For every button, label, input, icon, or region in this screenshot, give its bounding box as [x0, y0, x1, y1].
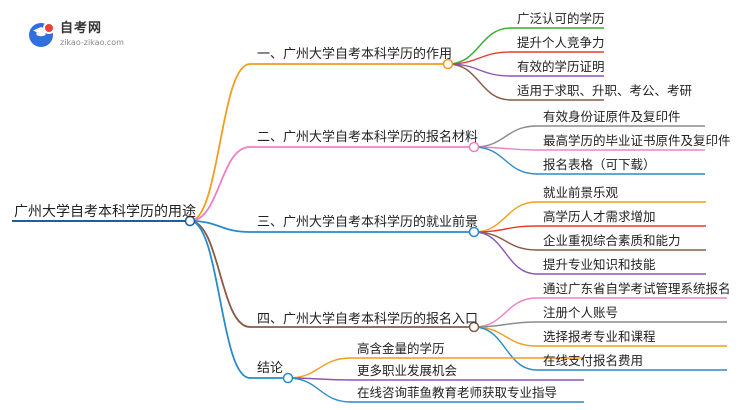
branch-4-knob[interactable]	[468, 321, 480, 333]
leaf-1-3: 有效的学历证明	[517, 59, 605, 74]
leaf-3-1: 就业前景乐观	[543, 185, 619, 200]
leaf-4-1: 通过广东省自学考试管理系统报名	[543, 281, 731, 296]
branch-3-leaf-2-connector	[473, 225, 538, 233]
logo-dot-icon	[43, 22, 55, 34]
branch-4-connector	[189, 220, 251, 328]
branch-4-leaf-3-connector	[473, 326, 538, 347]
branch-5-leaf-1-connector	[287, 357, 352, 379]
leaf-1-2: 提升个人竞争力	[517, 35, 605, 50]
leaf-1-4: 适用于求职、升职、考公、考研	[517, 83, 693, 98]
branch-1-knob[interactable]	[442, 58, 454, 70]
branch-4-leaf-2-connector	[473, 321, 538, 328]
branch-5-connector	[189, 220, 251, 379]
branch-5-label: 结论	[257, 361, 284, 376]
branch-3-connector	[189, 220, 251, 233]
leaf-2-3: 报名表格（可下载）	[543, 157, 656, 172]
branch-3-leaf-1-connector	[473, 201, 538, 233]
root-node-label: 广州大学自考本科学历的用途	[14, 204, 196, 220]
logo-name: 自考网	[60, 21, 103, 36]
branch-2-connector	[189, 146, 251, 222]
root-node-knob[interactable]	[184, 215, 196, 227]
site-logo[interactable]: 自考网 zikao-zikao.com	[29, 20, 144, 50]
branch-1-connector	[189, 63, 251, 222]
leaf-3-3: 企业重视综合素质和能力	[543, 233, 681, 248]
branch-1-leaf-4-connector	[447, 63, 512, 101]
logo-url: zikao-zikao.com	[60, 38, 124, 47]
leaf-5-2: 更多职业发展机会	[357, 363, 458, 378]
branch-4-leaf-4-connector	[473, 326, 538, 371]
leaf-3-4: 提升专业知识和技能	[543, 257, 656, 272]
branch-1-label: 一、广州大学自考本科学历的作用	[257, 47, 453, 62]
leaf-2-1: 有效身份证原件及复印件	[543, 109, 681, 124]
branch-2-leaf-3-connector	[473, 146, 538, 175]
branch-2-knob[interactable]	[468, 141, 480, 153]
branch-3-knob[interactable]	[468, 226, 480, 238]
leaf-4-3: 选择报考专业和课程	[543, 329, 656, 344]
branch-5-leaf-3-connector	[287, 377, 352, 403]
branch-3-leaf-3-connector	[473, 231, 538, 251]
leaf-4-4: 在线支付报名费用	[543, 353, 644, 368]
branch-2-leaf-1-connector	[473, 125, 538, 148]
leaf-3-2: 高学历人才需求增加	[543, 209, 656, 224]
leaf-5-1: 高含金量的学历	[357, 341, 445, 356]
leaf-4-2: 注册个人账号	[543, 305, 619, 320]
branch-4-label: 四、广州大学自考本科学历的报名入口	[257, 312, 479, 327]
branch-2-label: 二、广州大学自考本科学历的报名材料	[257, 130, 479, 145]
leaf-5-3: 在线咨询菲鱼教育老师获取专业指导	[357, 385, 558, 400]
branch-3-label: 三、广州大学自考本科学历的就业前景	[257, 215, 479, 230]
leaf-2-2: 最高学历的毕业证书原件及复印件	[543, 133, 731, 148]
leaf-1-1: 广泛认可的学历	[517, 11, 605, 26]
branch-5-knob[interactable]	[282, 372, 294, 384]
branch-3-leaf-4-connector	[473, 231, 538, 275]
